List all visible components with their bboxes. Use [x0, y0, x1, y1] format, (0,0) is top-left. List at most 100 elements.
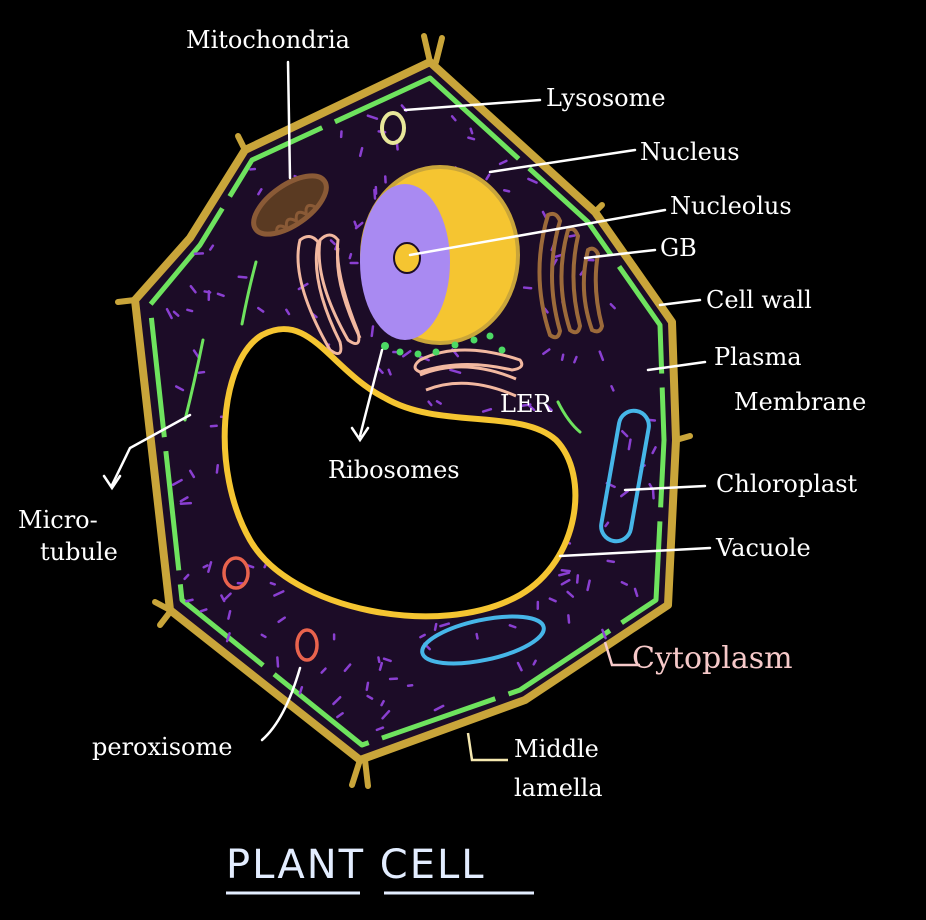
cytoplasm-granule [439, 622, 451, 628]
cytoplasm-granule [348, 252, 353, 260]
cytoplasm-granule [358, 146, 364, 158]
lysosome [380, 111, 406, 145]
cytoplasm-granule [573, 355, 578, 364]
cytoplasm-granule [633, 587, 639, 598]
label-cytoplasm: Cytoplasm [632, 641, 793, 676]
diagram-title: PLANT CELL [226, 842, 486, 888]
cytoplasm-granule [651, 446, 657, 455]
cytoplasm-granule [216, 292, 225, 298]
cytoplasm-granule [566, 590, 575, 598]
cytoplasm-granule [609, 302, 616, 310]
cytoplasm-granule [237, 275, 248, 279]
cytoplasm-granule [435, 400, 442, 405]
cytoplasm-granule [207, 561, 213, 573]
cytoplasm-granule [433, 622, 438, 632]
label-middle-lamella-1: Middle [514, 735, 599, 763]
cytoplasm-granule [365, 681, 370, 692]
peroxisome-2 [295, 628, 319, 662]
label-vacuole: Vacuole [715, 534, 811, 562]
label-plasma-membrane-1: Plasma [714, 343, 802, 371]
cytoplasm-granule [502, 189, 511, 193]
chloroplast [599, 408, 651, 544]
cytoplasm-granule [188, 469, 196, 479]
cytoplasm-granule [285, 308, 291, 316]
cytoplasm-granule [449, 368, 462, 374]
cytoplasm-granule [481, 407, 493, 413]
vacuole [221, 326, 579, 620]
cytoplasm-granule [621, 429, 629, 438]
cytoplasm-granule [377, 367, 384, 374]
cytoplasm-granule [375, 726, 385, 732]
cytoplasm-granule [575, 574, 580, 584]
cytoplasm-granule [381, 709, 391, 720]
cytoplasm-granule [373, 188, 377, 200]
cytoplasm-granule [353, 220, 358, 227]
cytoplasm-granule [402, 349, 412, 358]
cytoplasm-granule [223, 592, 232, 601]
cytoplasm-granule [498, 159, 508, 166]
cytoplasm-granule [522, 286, 533, 290]
cytoplasm-granule [175, 385, 185, 392]
cytoplasm-granule [276, 656, 280, 668]
cytoplasm-granule [516, 661, 523, 672]
label-microtubule-2: tubule [40, 538, 118, 566]
label-nucleolus: Nucleolus [670, 192, 792, 220]
cytoplasm-granule [427, 400, 433, 407]
cytoplasm-granule [560, 568, 571, 573]
cytoplasm-granule [560, 578, 571, 586]
cytoplasm-granule [257, 188, 263, 196]
cytoplasm-granule [172, 310, 180, 317]
cytoplasm-granule [179, 501, 193, 506]
golgi-body [537, 211, 605, 340]
cytoplasm-granule [620, 580, 629, 586]
cytoplasm-granule [332, 696, 342, 706]
mitochondria [251, 173, 329, 237]
cytoplasm-granule [519, 403, 532, 408]
cytoplasm-granule [171, 478, 183, 486]
cytoplasm-granule [377, 656, 381, 664]
label-chloroplast: Chloroplast [716, 470, 858, 498]
cytoplasm-granule [298, 685, 304, 695]
cytoplasm-granule [382, 657, 392, 663]
cytoplasm-granule [558, 571, 571, 577]
cytoplasm-granule [387, 368, 392, 376]
cytoplasm-granule [269, 581, 276, 586]
cytoplasm-granule [273, 590, 285, 597]
plasma-membrane [147, 75, 667, 748]
cytoplasm-granule [532, 659, 537, 666]
middle-lamella-stubs [115, 33, 693, 789]
cytoplasm-granule [598, 350, 605, 362]
ribosomes [381, 332, 506, 358]
label-plasma-membrane-2: Membrane [734, 388, 866, 416]
label-peroxisome: peroxisome [92, 733, 232, 761]
label-mitochondria: Mitochondria [186, 26, 350, 54]
cytoplasm-granule [475, 632, 479, 640]
cytoplasm-granule [257, 306, 265, 313]
cytoplasm-granule [185, 598, 194, 603]
cytoplasm-granule [183, 573, 190, 581]
cytoplasm-granule [189, 284, 197, 294]
nucleus [360, 165, 520, 345]
endoplasmic-reticulum [296, 233, 524, 398]
label-ribosomes: Ribosomes [328, 456, 460, 484]
cytoplasm-granule [606, 559, 616, 564]
cytoplasm-granule [320, 667, 327, 674]
cytoplasm-granule [329, 239, 336, 246]
cytoplasm-granule [450, 115, 457, 122]
label-ler: LER [500, 390, 552, 418]
cytoplasm-granule [527, 177, 538, 184]
cytoplasm-granule [433, 704, 445, 712]
cytoplasm-granule [366, 694, 374, 700]
cytoplasm-granule [186, 308, 194, 313]
cytoplasm-granule [601, 628, 607, 640]
peroxisome [222, 556, 250, 590]
cytoplasm-granule [378, 661, 384, 671]
cytoplasm-granule [208, 244, 215, 251]
label-cell-wall: Cell wall [706, 286, 812, 314]
cytoplasm-granule [651, 488, 655, 500]
cytoplasm-granule [343, 663, 352, 673]
cytoplasm-granule [560, 353, 565, 361]
cytoplasm-granule [548, 597, 557, 603]
cytoplasm-granule [469, 127, 474, 135]
cytoplasm-granule [554, 253, 563, 258]
